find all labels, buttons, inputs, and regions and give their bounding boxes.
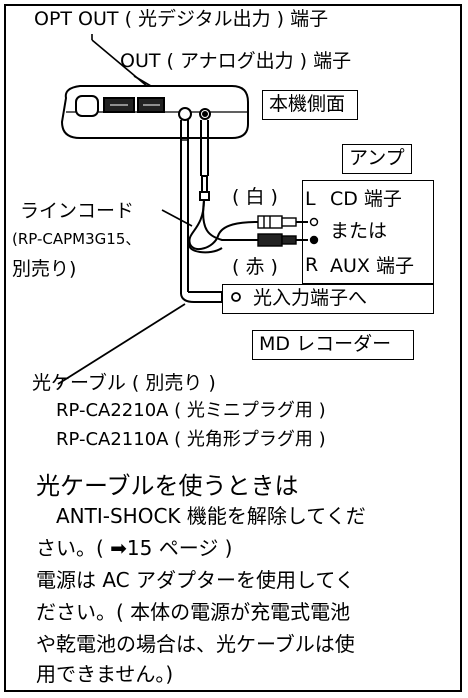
optical-cable-label: 光ケーブル ( 別売り ) [32,372,216,394]
red-plug [257,233,308,247]
jack-l [309,217,319,227]
red-label: ( 赤 ) [232,256,278,278]
or-label: または [330,220,388,242]
line-cord [188,120,259,254]
amp-label: アンプ [349,147,405,169]
note-line: 用できません。) [36,662,174,686]
md-recorder-label: MD レコーダー [259,333,392,355]
jack-r-label: R [305,254,319,276]
line-cord-label: ラインコード [20,200,135,222]
cable-model-2-label: RP-CA2110A ( 光角形プラグ用 ) [56,429,326,450]
sold-separately-label: 別売り) [12,258,77,280]
amp-box: アンプ [342,144,412,174]
note-line: ださい。( 本体の電源が充電式電池 [36,600,351,624]
side-view-box: 本機側面 [262,90,358,120]
optical-input-label: 光入力端子へ [253,287,368,309]
out-label: OUT ( アナログ出力 ) 端子 [120,50,352,72]
line-cord-model-label: (RP-CAPM3G15、 [12,230,141,248]
optical-cable [57,120,223,385]
note-line: さい。( ➡15 ページ ) [36,536,233,560]
note-line: や乾電池の場合は、光ケーブルは使 [36,632,355,656]
side-view-label: 本機側面 [269,93,346,115]
line-cord-pointer [161,209,193,227]
optical-input-box: 光入力端子へ [222,284,434,314]
aux-jack-label: AUX 端子 [330,255,414,277]
opt-out-jack [178,107,192,121]
optical-input-jack-icon [231,292,241,302]
amp-jacks-box [302,180,434,284]
player-body [60,85,249,139]
note-heading: 光ケーブルを使うときは [36,472,299,500]
cd-jack-label: CD 端子 [330,188,402,210]
jack-l-label: L [305,188,316,210]
white-label: ( 白 ) [232,186,278,208]
white-plug [257,215,308,229]
cable-model-1-label: RP-CA2210A ( 光ミニプラグ用 ) [56,400,326,421]
note-line: 電源は AC アダプターを使用してく [36,568,355,592]
md-recorder-box: MD レコーダー [252,330,414,360]
note-line: ANTI-SHOCK 機能を解除してくだ [56,504,366,528]
diagram-frame [4,4,462,692]
opt-out-label: OPT OUT ( 光デジタル出力 ) 端子 [34,8,329,30]
jack-r [309,235,319,245]
